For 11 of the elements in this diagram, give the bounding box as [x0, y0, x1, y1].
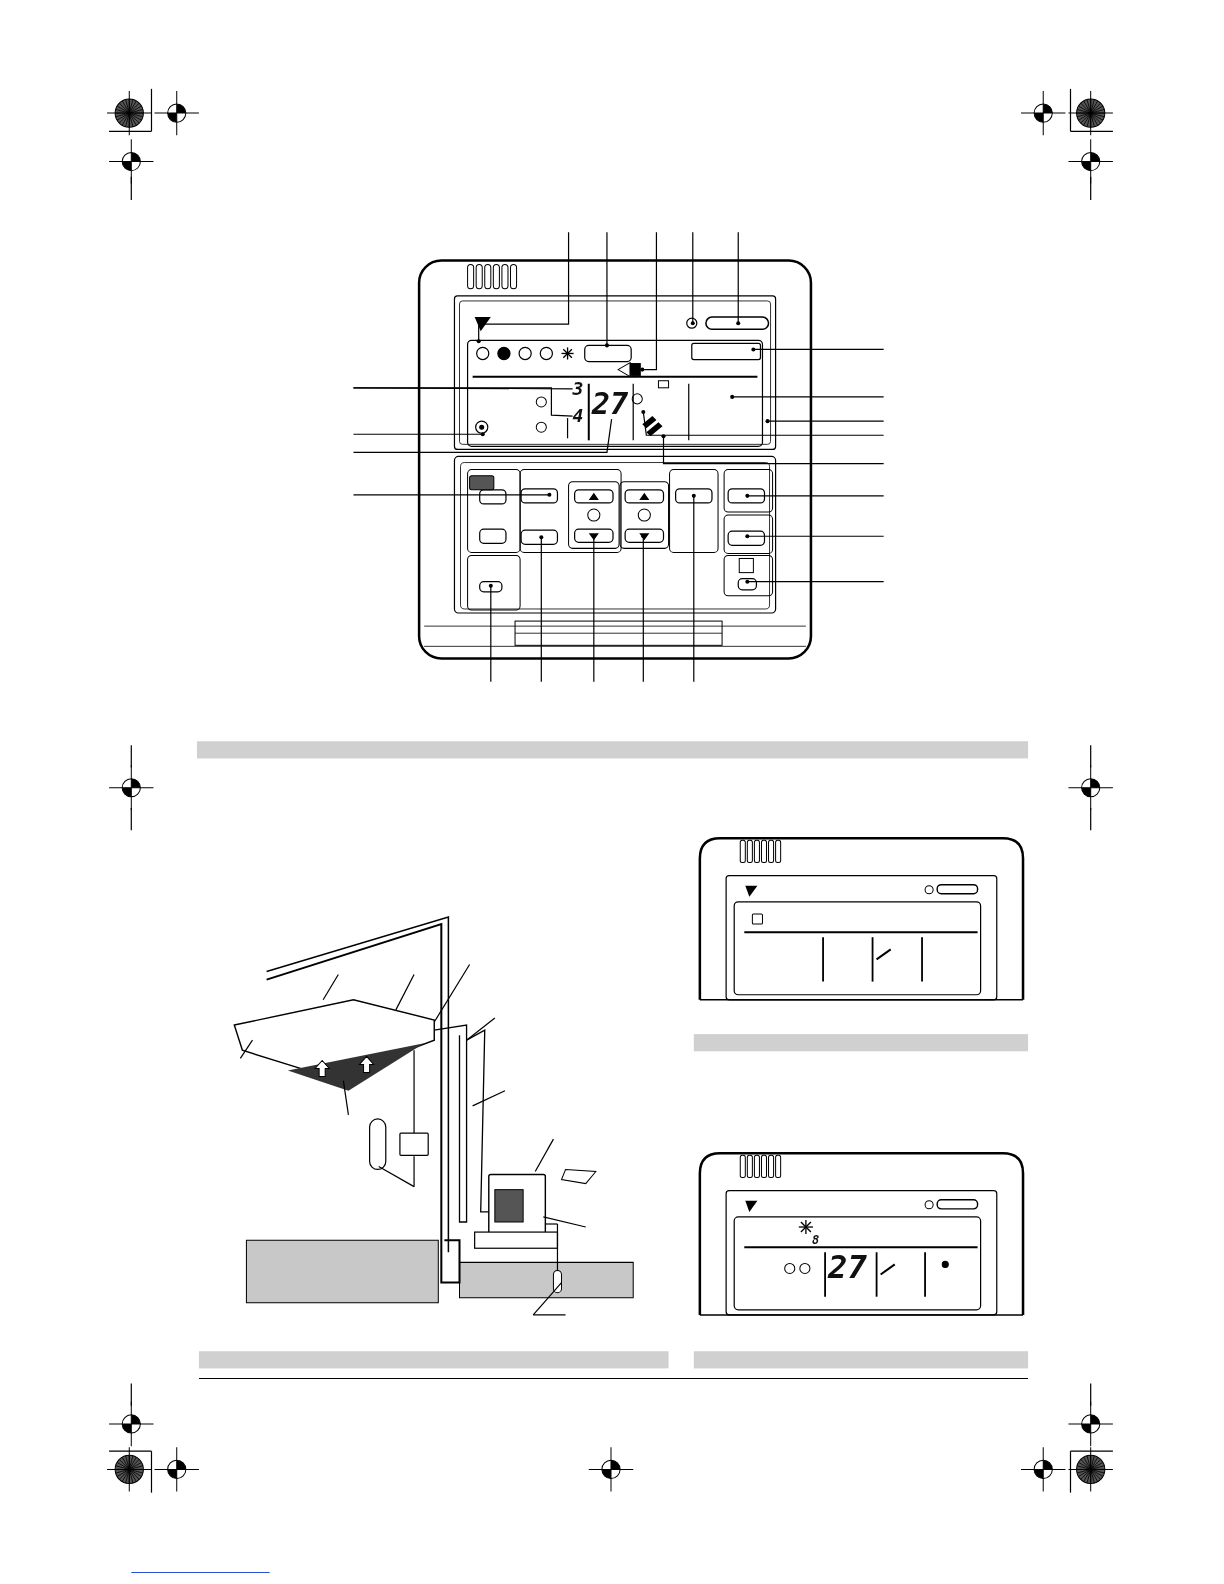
- display-digit: 4: [572, 407, 584, 426]
- display-digits: 27: [828, 1250, 868, 1283]
- heading-bar: [196, 741, 1029, 759]
- leader-line: [352, 418, 613, 454]
- display-digit: 27: [591, 388, 629, 420]
- leader-line: [352, 387, 574, 417]
- heading-bar: [198, 1351, 669, 1369]
- display-digits: 8: [811, 1234, 820, 1247]
- display-digit: 3: [572, 379, 584, 398]
- heading-bar: [693, 1351, 1029, 1369]
- heading-bar: [693, 1034, 1029, 1052]
